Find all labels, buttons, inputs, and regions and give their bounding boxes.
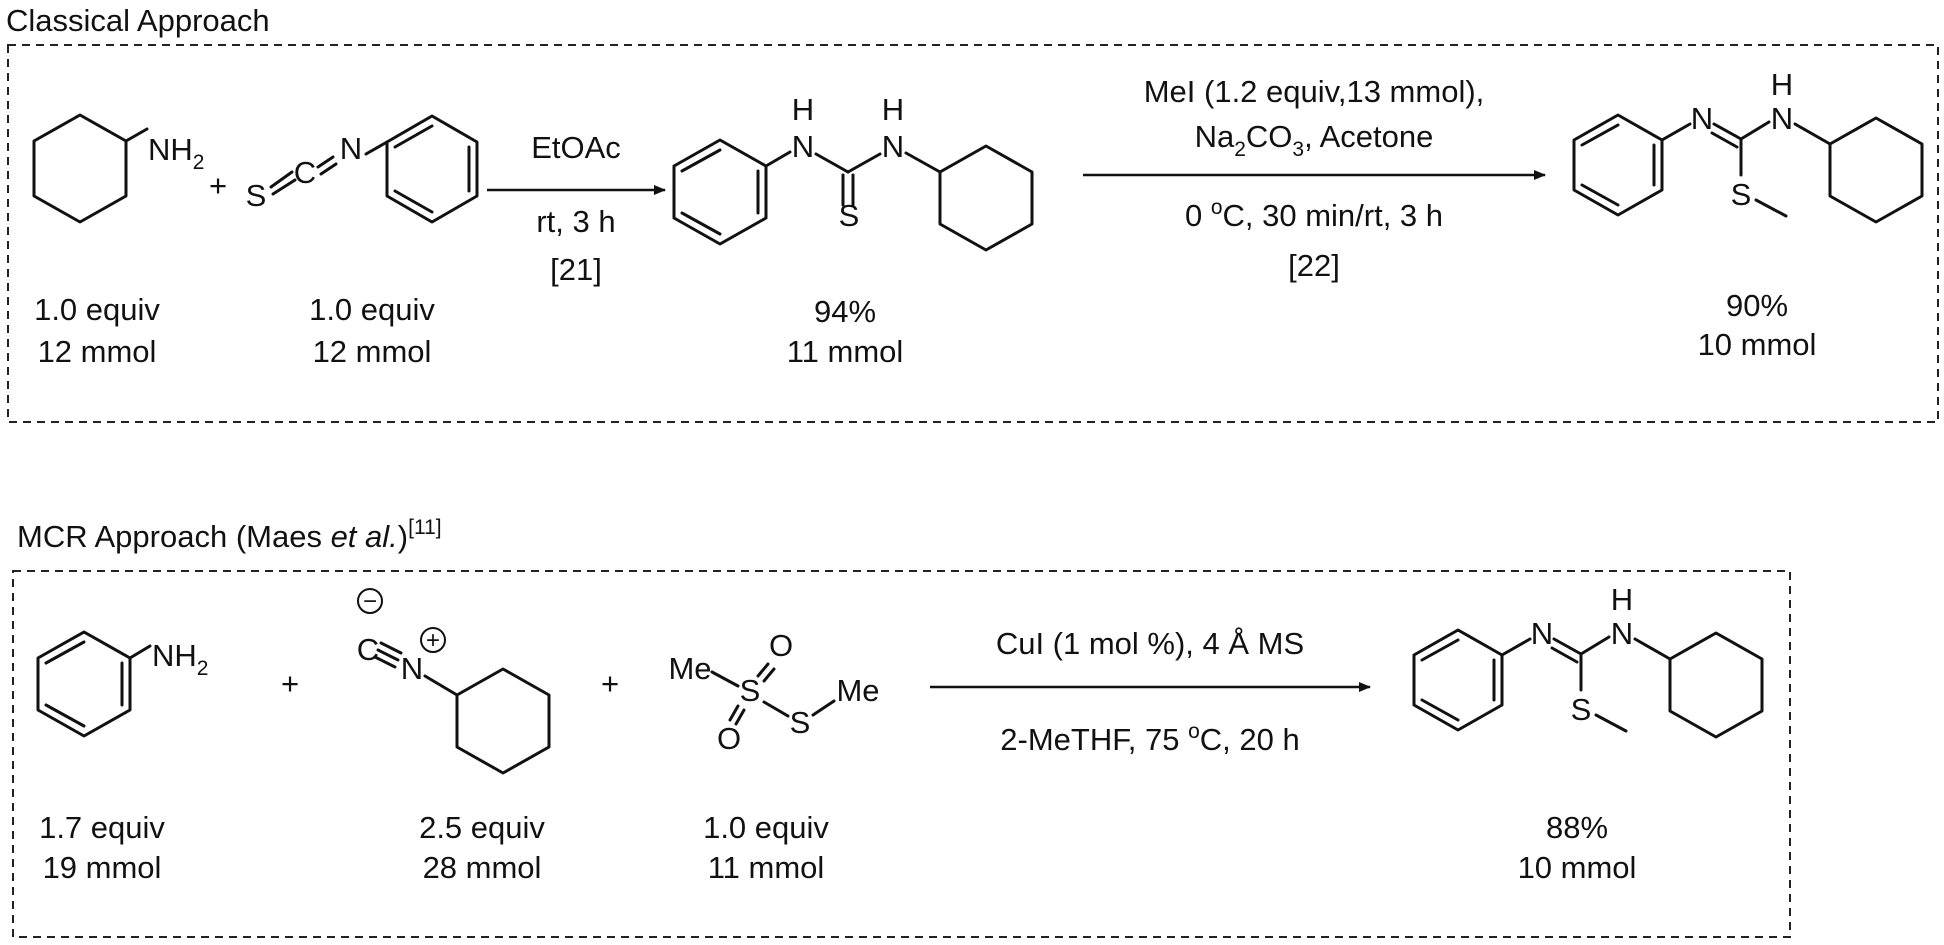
methyl-methanethiosulfonate: Me S O O S Me bbox=[668, 628, 879, 756]
svg-text:S: S bbox=[1571, 692, 1592, 727]
classical-approach-title: Classical Approach bbox=[6, 3, 270, 38]
svg-text:+: + bbox=[426, 627, 440, 654]
mcr-approach-frame bbox=[12, 570, 1791, 938]
mcr-product-yield: 88% bbox=[1546, 810, 1608, 845]
svg-text:O: O bbox=[769, 628, 793, 663]
svg-text:H: H bbox=[1611, 582, 1633, 617]
svg-text:S: S bbox=[246, 178, 267, 213]
step1-ref: [21] bbox=[550, 252, 602, 287]
svg-text:C: C bbox=[294, 155, 316, 190]
mcr-product-mmol: 10 mmol bbox=[1518, 850, 1637, 885]
svg-text:N: N bbox=[1531, 616, 1553, 651]
svg-text:N: N bbox=[1771, 101, 1793, 136]
step1-conditions: rt, 3 h bbox=[536, 204, 615, 239]
thiourea: N H S N H bbox=[672, 92, 1034, 252]
step2-reagent: MeI (1.2 equiv,13 mmol), bbox=[1144, 74, 1485, 109]
mcr-reagent: CuI (1 mol %), 4 Å MS bbox=[996, 626, 1304, 661]
amine-equiv: 1.0 equiv bbox=[34, 292, 160, 327]
svg-text:N: N bbox=[401, 651, 423, 686]
classical-product-mmol: 10 mmol bbox=[1698, 327, 1817, 362]
cyclohexylamine: NH2 bbox=[32, 113, 204, 224]
svg-text:−: − bbox=[363, 588, 377, 615]
svg-text:S: S bbox=[1731, 177, 1752, 212]
isothiocyanate-mmol: 12 mmol bbox=[313, 334, 432, 369]
svg-text:Me: Me bbox=[668, 651, 711, 686]
thiourea-yield: 94% bbox=[814, 294, 876, 329]
plus-sign-3: + bbox=[601, 666, 619, 701]
thiourea-mmol: 11 mmol bbox=[787, 334, 904, 369]
aniline-equiv: 1.7 equiv bbox=[39, 810, 165, 845]
classical-approach-frame bbox=[7, 44, 1939, 423]
svg-text:Me: Me bbox=[836, 673, 879, 708]
isocyanide-mmol: 28 mmol bbox=[423, 850, 542, 885]
step2-conditions: 0 oC, 30 min/rt, 3 h bbox=[1185, 196, 1443, 233]
isothiourea-product-classical: N N H S bbox=[1572, 67, 1924, 224]
mcr-approach-title: MCR Approach (Maes et al.)[11] bbox=[17, 516, 442, 554]
svg-text:C: C bbox=[357, 632, 379, 667]
cyclohexyl-isocyanide: − C N + bbox=[357, 588, 551, 775]
svg-text:S: S bbox=[740, 673, 761, 708]
isothiocyanate-equiv: 1.0 equiv bbox=[309, 292, 435, 327]
thiosulfonate-mmol: 11 mmol bbox=[708, 850, 825, 885]
aniline: NH2 bbox=[36, 630, 208, 738]
plus-sign-2: + bbox=[281, 666, 299, 701]
svg-text:S: S bbox=[790, 705, 811, 740]
phenyl-isothiocyanate: S C N bbox=[246, 114, 479, 224]
svg-text:N: N bbox=[792, 129, 814, 164]
mcr-conditions: 2-MeTHF, 75 oC, 20 h bbox=[1000, 720, 1299, 757]
thiosulfonate-equiv: 1.0 equiv bbox=[703, 810, 829, 845]
isothiourea-product-mcr: N N H S bbox=[1412, 582, 1764, 739]
svg-text:N: N bbox=[340, 131, 362, 166]
svg-text:N: N bbox=[882, 129, 904, 164]
svg-text:H: H bbox=[1771, 67, 1793, 102]
svg-text:NH2: NH2 bbox=[152, 638, 208, 680]
svg-text:NH2: NH2 bbox=[148, 132, 204, 174]
svg-text:N: N bbox=[1611, 616, 1633, 651]
plus-sign-1: + bbox=[209, 168, 227, 203]
svg-text:S: S bbox=[839, 198, 860, 233]
aniline-mmol: 19 mmol bbox=[43, 850, 162, 885]
isocyanide-equiv: 2.5 equiv bbox=[419, 810, 545, 845]
amine-mmol: 12 mmol bbox=[38, 334, 157, 369]
svg-text:H: H bbox=[792, 92, 814, 127]
step2-ref: [22] bbox=[1288, 248, 1340, 283]
step1-reagent: EtOAc bbox=[531, 130, 621, 165]
classical-product-yield: 90% bbox=[1726, 288, 1788, 323]
svg-text:N: N bbox=[1691, 101, 1713, 136]
svg-text:H: H bbox=[882, 92, 904, 127]
svg-text:O: O bbox=[717, 721, 741, 756]
step2-base: Na2CO3, Acetone bbox=[1195, 119, 1434, 161]
